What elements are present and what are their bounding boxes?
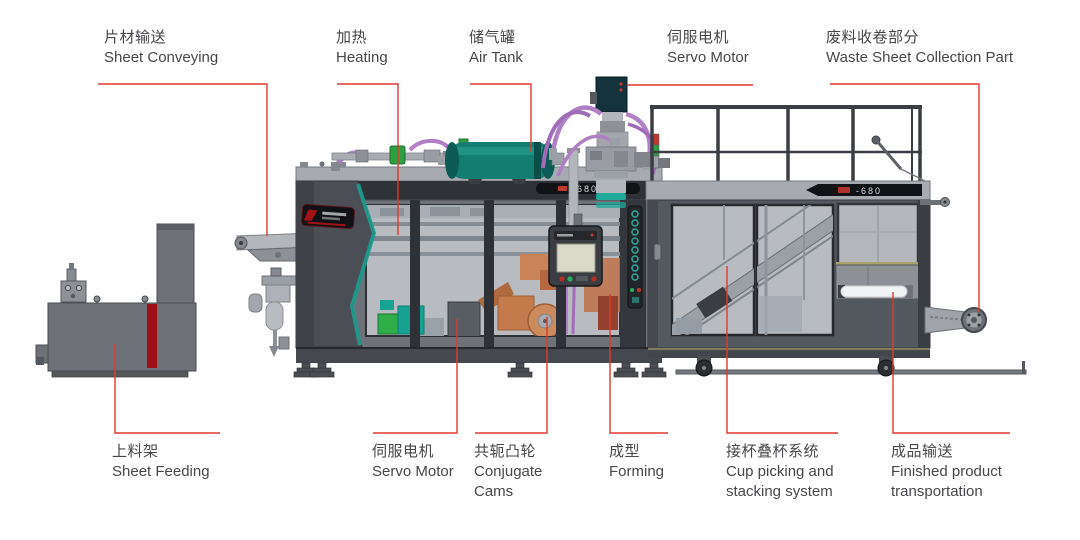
leader-servo-motor-bottom xyxy=(373,319,458,434)
machine-feet xyxy=(293,362,667,378)
hmi-button-red xyxy=(559,276,565,282)
caster-wheel xyxy=(695,356,713,377)
cup-stacking-section: -680 xyxy=(645,105,987,377)
indicator-lights xyxy=(631,210,639,281)
stacker-interior xyxy=(672,205,833,335)
front-bevel-panel xyxy=(295,180,377,348)
leader-heating xyxy=(337,83,399,235)
teal-accent-stripe xyxy=(349,183,377,346)
hmi-button-green xyxy=(567,276,573,282)
label-zh: 上料架 xyxy=(112,443,159,460)
guardrail xyxy=(650,105,922,182)
hmi-screen xyxy=(556,243,596,273)
badge-red-mark xyxy=(838,187,850,193)
leader-sheet-conveying xyxy=(98,83,268,236)
label-zh: 共轭凸轮 xyxy=(474,443,537,460)
label-zh: 储气罐 xyxy=(469,29,516,46)
caster-wheel xyxy=(877,356,895,377)
label-forming: 成型 Forming xyxy=(609,442,664,482)
leader-forming xyxy=(609,294,668,434)
ground-rail xyxy=(675,361,1027,375)
eye-bolt xyxy=(93,295,101,303)
eye-bolt xyxy=(141,295,149,303)
label-zh: 接杯叠杯系统 xyxy=(726,443,820,460)
label-cup-stacking: 接杯叠杯系统 Cup picking and stacking system xyxy=(726,442,856,502)
air-tank xyxy=(438,142,565,184)
leader-conjugate-cams xyxy=(475,317,548,434)
badge-red-mark xyxy=(558,186,567,191)
label-en: Air Tank xyxy=(469,49,523,66)
label-finished-product: 成品输送 Finished product transportation xyxy=(891,442,1011,502)
label-zh: 成品输送 xyxy=(891,443,954,460)
label-zh: 成型 xyxy=(609,443,641,460)
feeder-top-bracket xyxy=(60,263,87,303)
leader-sheet-feeding xyxy=(114,344,220,434)
servo-motor-block xyxy=(447,301,481,336)
top-equipment xyxy=(331,76,670,240)
leader-finished-product xyxy=(892,292,1010,434)
leader-lines xyxy=(98,83,1010,434)
label-en: Heating xyxy=(336,49,388,66)
waste-winder-arm xyxy=(920,197,987,334)
label-zh: 伺服电机 xyxy=(667,29,730,46)
servo-motor-top xyxy=(585,76,637,208)
green-machinery xyxy=(377,313,399,335)
leader-cup-stacking xyxy=(726,266,838,434)
model-badge-right: -680 xyxy=(806,184,922,196)
label-en: Waste Sheet Collection Part xyxy=(826,49,1014,66)
model-text: -680 xyxy=(572,184,598,194)
label-heating: 加热 Heating xyxy=(336,28,388,68)
leader-waste-collection xyxy=(830,83,980,312)
label-en: Sheet Conveying xyxy=(104,49,219,66)
label-en: Servo Motor xyxy=(667,49,749,66)
label-zh: 片材输送 xyxy=(104,29,167,46)
label-en: Servo Motor xyxy=(372,463,454,480)
label-zh: 加热 xyxy=(336,29,368,46)
hmi-panel xyxy=(548,213,603,287)
model-text: -680 xyxy=(856,186,882,196)
air-filter-regulator xyxy=(248,267,297,357)
door-handle xyxy=(653,243,662,261)
label-servo-motor-top: 伺服电机 Servo Motor xyxy=(667,28,749,68)
label-en: Sheet Feeding xyxy=(112,463,210,480)
label-en: Forming xyxy=(609,463,665,480)
label-sheet-feeding: 上料架 Sheet Feeding xyxy=(112,442,210,482)
leader-air-tank xyxy=(470,83,532,152)
label-air-tank: 储气罐 Air Tank xyxy=(469,28,523,68)
label-zh: 伺服电机 xyxy=(372,443,435,460)
label-zh: 废料收卷部分 xyxy=(826,29,920,46)
product-outlet-roller xyxy=(840,285,908,298)
air-piping xyxy=(331,138,469,171)
sheet-conveying-platform xyxy=(234,232,313,262)
label-conjugate-cams: 共轭凸轮 Conjugate Cams xyxy=(474,442,566,502)
indicator-pillar xyxy=(620,200,646,348)
sheet-feeding-unit xyxy=(35,223,197,378)
label-sheet-conveying: 片材输送 Sheet Conveying xyxy=(104,28,218,68)
brand-logo-badge xyxy=(301,203,355,230)
feeder-red-stripe xyxy=(147,304,157,368)
label-en: Conjugate Cams xyxy=(474,463,543,500)
label-en: Finished product transportation xyxy=(891,463,1002,500)
label-servo-motor-bottom: 伺服电机 Servo Motor xyxy=(372,442,454,482)
hmi-button-red xyxy=(591,276,597,282)
label-en: Cup picking and stacking system xyxy=(726,463,834,500)
label-waste-collection: 废料收卷部分 Waste Sheet Collection Part xyxy=(826,28,1013,68)
